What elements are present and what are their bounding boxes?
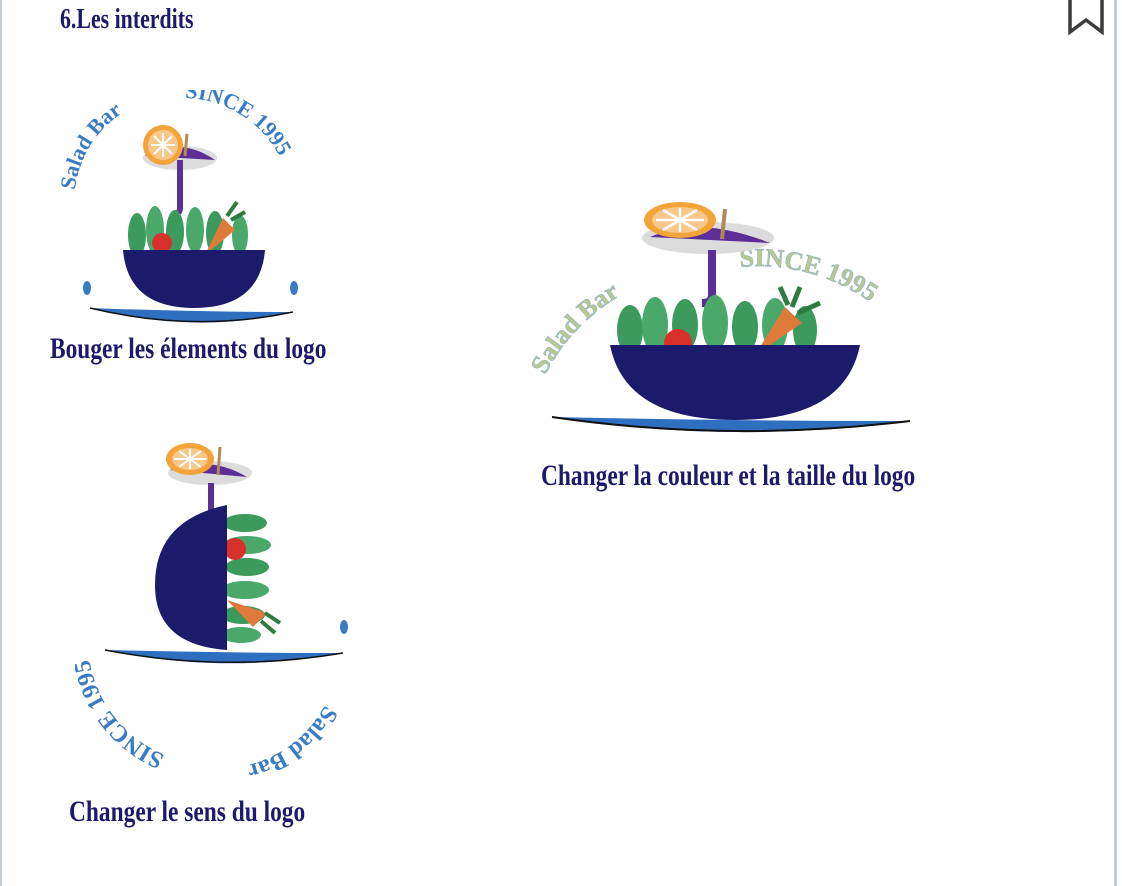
logo-moved-elements: Salad Bar SINCE 1995 (55, 90, 315, 330)
logo-name-text: Salad Bar (530, 276, 623, 378)
bookmark-icon[interactable] (1066, 0, 1106, 36)
plate-icon (90, 308, 293, 323)
caption-changed-orientation: Changer le sens du logo (69, 795, 306, 828)
caption-moved-elements: Bouger les élements du logo (50, 332, 327, 365)
logo-name-text: Salad Bar (55, 96, 126, 191)
bowl-icon (610, 345, 860, 420)
bowl-icon (123, 250, 265, 308)
caption-changed-color-size: Changer la couleur et la taille du logo (541, 459, 916, 492)
umbrella-icon (166, 443, 252, 515)
page-title: 6.Les interdits (60, 4, 194, 35)
logo-changed-color-size: Salad Bar SINCE 1995 (530, 195, 940, 450)
logo-since-text: SINCE 1995 (75, 658, 168, 773)
umbrella-icon (642, 202, 774, 307)
salad-greens-icon (617, 285, 822, 357)
logo-name-text: Salad Bar (244, 702, 342, 775)
salad-greens-icon (221, 514, 282, 643)
logo-since-text: SINCE 1995 (739, 243, 884, 307)
umbrella-icon (143, 125, 217, 217)
salad-greens-icon (128, 200, 248, 257)
logo-changed-orientation: SINCE 1995 Salad Bar (75, 435, 365, 775)
bowl-icon (155, 505, 227, 650)
